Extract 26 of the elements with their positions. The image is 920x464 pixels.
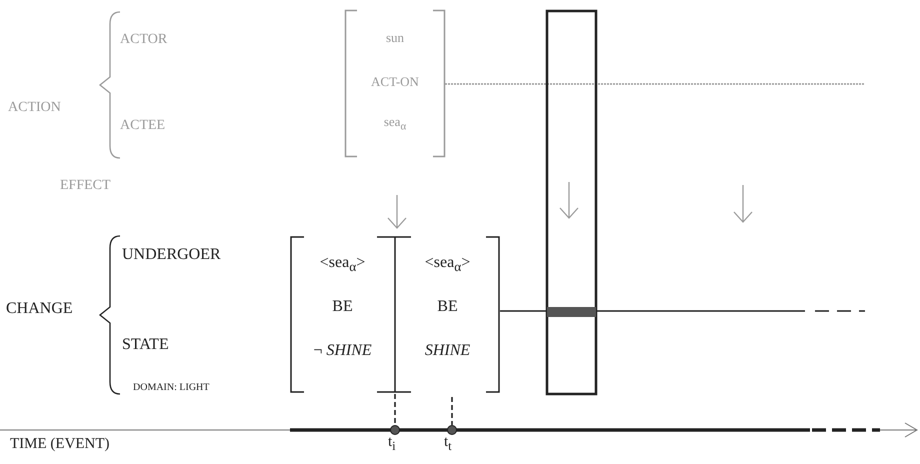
layer-label: CHANGE [6, 300, 73, 318]
node-text: SHINE [424, 342, 472, 360]
phase-box [546, 10, 597, 395]
node-text: BE [331, 298, 354, 316]
state-bracket [290, 236, 395, 393]
role-label: STATE [122, 336, 169, 354]
time-point-label: t$_{t}$ [444, 434, 452, 454]
node-text: ACT-ON [370, 74, 420, 90]
layer-label: EFFECT [60, 178, 111, 194]
node-text: ¬ SHINE [312, 342, 373, 360]
axis-label: TIME (EVENT) [10, 436, 110, 453]
layer-label: ACTION [8, 100, 61, 116]
role-label: UNDERGOER [122, 246, 221, 264]
node-text: sea$_{α}$ [382, 114, 408, 133]
dotted-line [445, 83, 865, 85]
domain-label: DOMAIN: LIGHT [133, 382, 210, 393]
action-bracket [345, 10, 445, 157]
role-label: ACTEE [120, 118, 166, 134]
time-point-label: t$_{i}$ [388, 434, 396, 454]
node-text: <sea$_{α}$> [424, 254, 472, 276]
node-text: sun [384, 30, 406, 46]
node-text: BE [436, 298, 459, 316]
line [500, 310, 865, 312]
state-bracket [395, 236, 500, 393]
node-text: <sea$_{α}$> [318, 254, 366, 276]
role-label: ACTOR [120, 32, 168, 48]
